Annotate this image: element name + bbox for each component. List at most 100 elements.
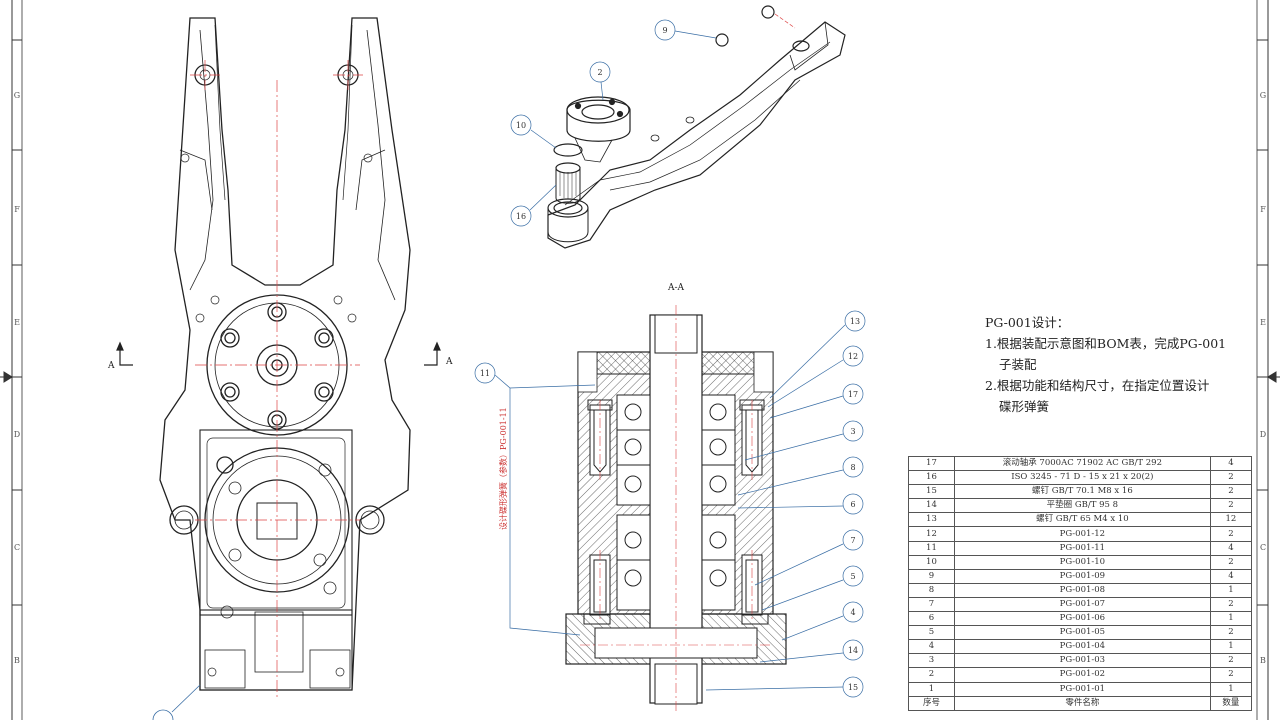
bom-cell-number: 13	[908, 512, 955, 528]
bom-cell-number: 3	[908, 653, 955, 669]
bom-cell-part-name: 螺钉 GB/T 65 M4 x 10	[953, 512, 1211, 528]
bom-cell-quantity: 2	[1209, 470, 1253, 486]
iso-balloon-numbers: 9 2 10 16	[516, 26, 668, 221]
balloon-label: 12	[848, 352, 858, 361]
spring-callout	[474, 362, 596, 636]
bom-cell-quantity: 1	[1209, 681, 1253, 697]
balloon-label: 14	[848, 646, 858, 655]
centerlines	[190, 60, 363, 700]
bom-cell-number: 14	[908, 498, 955, 514]
balloon-label: 15	[848, 683, 858, 692]
bom-cell-quantity: 2	[1209, 653, 1253, 669]
section-leaders	[705, 310, 866, 698]
balloon-label: 10	[516, 121, 526, 130]
bom-cell-number: 7	[908, 596, 955, 613]
bom-cell-quantity: 2	[1209, 554, 1253, 570]
bom-cell-part-name: PG-001-04	[953, 639, 1211, 655]
section-view-title: A-A	[667, 283, 685, 293]
design-note-item: 2.根据功能和结构尺寸，在指定位置设计	[985, 378, 1210, 393]
section-marker-left: A	[107, 361, 115, 371]
isometric-view	[547, 5, 846, 249]
zone-letter: D	[1260, 430, 1266, 439]
balloon-label: 11	[480, 369, 490, 378]
design-note-title: PG-001设计：	[985, 315, 1070, 330]
bom-cell-number: 9	[908, 568, 955, 584]
balloon-label: 2	[597, 68, 602, 77]
bom-cell-part-name: PG-001-10	[953, 554, 1211, 570]
bom-header-part-name: 零件名称	[953, 695, 1211, 711]
bom-cell-quantity: 2	[1209, 596, 1253, 613]
bom-cell-number: 6	[908, 611, 955, 627]
bom-cell-number: 12	[908, 526, 955, 542]
section-centerlines	[580, 305, 770, 712]
bom-cell-part-name: PG-001-01	[953, 681, 1211, 697]
bom-cell-number: 16	[908, 470, 955, 486]
design-note-item: 子装配	[999, 357, 1037, 372]
bom-cell-quantity: 2	[1209, 667, 1253, 683]
balloon-label: 3	[850, 427, 855, 436]
bom-cell-part-name: PG-001-02	[953, 667, 1211, 683]
bom-cell-part-name: PG-001-06	[953, 611, 1211, 627]
bom-cell-part-name: PG-001-07	[953, 596, 1211, 613]
bom-cell-part-name: PG-001-08	[953, 582, 1211, 598]
section-cut-markers	[116, 341, 441, 366]
bom-cell-number: 10	[908, 554, 955, 570]
zone-letter: F	[14, 205, 20, 214]
bom-cell-number: 1	[908, 681, 955, 697]
bom-cell-part-name: 螺钉 GB/T 70.1 M8 x 16	[953, 484, 1211, 500]
bom-cell-quantity: 4	[1209, 568, 1253, 584]
bom-cell-quantity: 2	[1209, 625, 1253, 641]
bom-cell-number: 8	[908, 582, 955, 598]
zone-letter: F	[1260, 205, 1266, 214]
bom-cell-number: 4	[908, 639, 955, 655]
zone-letter: E	[14, 318, 20, 327]
design-note: PG-001设计： 1.根据装配示意图和BOM表，完成PG-001 子装配 2.…	[985, 312, 1235, 417]
bom-cell-part-name: 滚动轴承 7000AC 71902 AC GB/T 292	[953, 455, 1211, 472]
zone-letter: G	[1260, 91, 1266, 100]
spring-design-note: 设计碟形弹簧（参数）PG-001-11	[498, 407, 508, 530]
bom-header-row: 序号零件名称数量	[908, 695, 1253, 711]
design-note-item: 1.根据装配示意图和BOM表，完成PG-001	[985, 336, 1227, 351]
bom-cell-part-name: ISO 3245 - 71 D - 15 x 21 x 20(2)	[953, 470, 1211, 486]
bottom-left-balloon	[152, 684, 201, 720]
design-note-item: 碟形弹簧	[999, 399, 1050, 414]
bom-cell-quantity: 1	[1209, 639, 1253, 655]
balloon-label: 4	[850, 608, 855, 617]
balloon-label: 16	[516, 212, 526, 221]
bom-cell-number: 17	[908, 455, 955, 472]
gripper-front-view	[159, 17, 411, 691]
bom-cell-quantity: 2	[1209, 484, 1253, 500]
bom-cell-part-name: PG-001-03	[953, 653, 1211, 669]
bom-cell-number: 11	[908, 540, 955, 556]
bom-header-number: 序号	[908, 695, 955, 711]
balloon-label: 17	[848, 390, 858, 399]
zone-letter: B	[1260, 656, 1266, 665]
bom-header-quantity: 数量	[1209, 695, 1253, 711]
section-marker-right: A	[445, 357, 453, 367]
bom-cell-part-name: PG-001-09	[953, 568, 1211, 584]
zone-letter: C	[1260, 543, 1266, 552]
bom-cell-number: 2	[908, 667, 955, 683]
zone-letter: B	[14, 656, 20, 665]
right-zone-letters: G F E D C B	[1260, 91, 1266, 665]
bom-cell-quantity: 1	[1209, 611, 1253, 627]
left-zone-letters: G F E D C B	[14, 91, 20, 665]
bom-cell-number: 5	[908, 625, 955, 641]
